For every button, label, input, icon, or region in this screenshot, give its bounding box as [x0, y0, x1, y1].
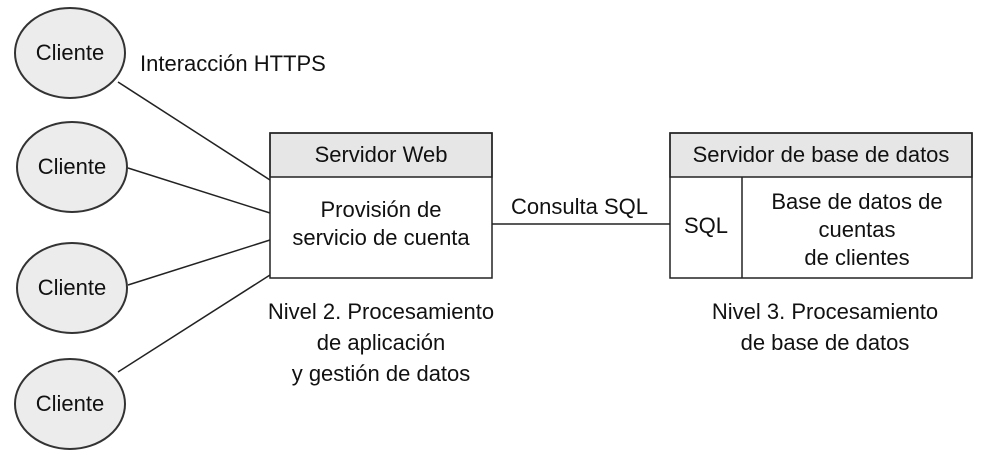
client-connector-2 — [127, 167, 271, 214]
db-server-data-cell: Base de datos de cuentas de clientes — [771, 189, 943, 270]
db-server-box — [669, 132, 973, 279]
client-connector-3 — [127, 239, 271, 286]
client-label-4: Cliente — [35, 391, 105, 416]
db-server-header-bg — [669, 132, 973, 178]
web-server-caption: Nivel 2. Procesamiento de aplicación y g… — [267, 299, 495, 386]
client-connector-4 — [117, 274, 271, 373]
web-server-body: Provisión de servicio de cuenta — [292, 197, 470, 250]
db-server-header: Servidor de base de datos — [692, 142, 950, 167]
client-label-2: Cliente — [37, 154, 107, 179]
client-node-2 — [16, 121, 128, 213]
db-server-caption: Nivel 3. Procesamiento de base de datos — [711, 299, 939, 355]
sql-query-label: Consulta SQL — [511, 194, 648, 219]
db-server-sql-cell: SQL — [683, 213, 729, 238]
client-connector-1 — [117, 81, 271, 181]
client-node-3 — [16, 242, 128, 334]
https-interaction-label: Interacción HTTPS — [140, 51, 326, 76]
client-node-1 — [14, 7, 126, 99]
web-server-header: Servidor Web — [314, 142, 448, 167]
client-node-4 — [14, 358, 126, 450]
client-label-1: Cliente — [35, 40, 105, 65]
client-label-3: Cliente — [37, 275, 107, 300]
web-server-box — [269, 132, 493, 279]
